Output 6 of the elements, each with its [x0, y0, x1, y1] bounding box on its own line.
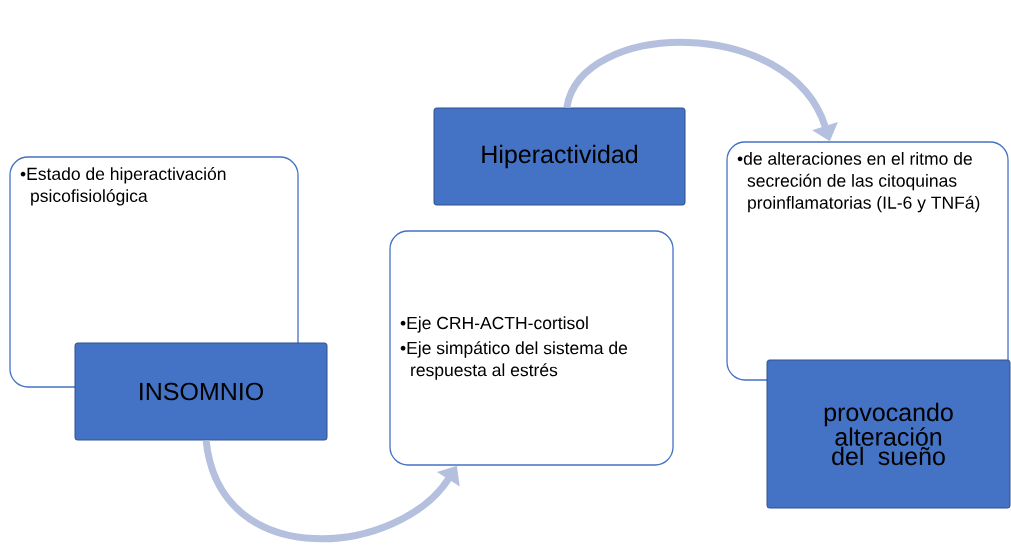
heading-box: provocando alteración del sueño: [766, 359, 1011, 509]
curved-arrow: [202, 439, 460, 543]
heading-box: Hiperactividad: [433, 107, 686, 206]
heading-box: INSOMNIO: [74, 342, 328, 441]
text-box: •de alteraciones en el ritmo de secreción de las citoquinas proinflamatorias (IL-6 y TNFá): [726, 141, 1009, 381]
text-box: •Eje CRH-ACTH-cortisol •Eje simpático del sistema de respuesta al estrés: [389, 230, 674, 466]
